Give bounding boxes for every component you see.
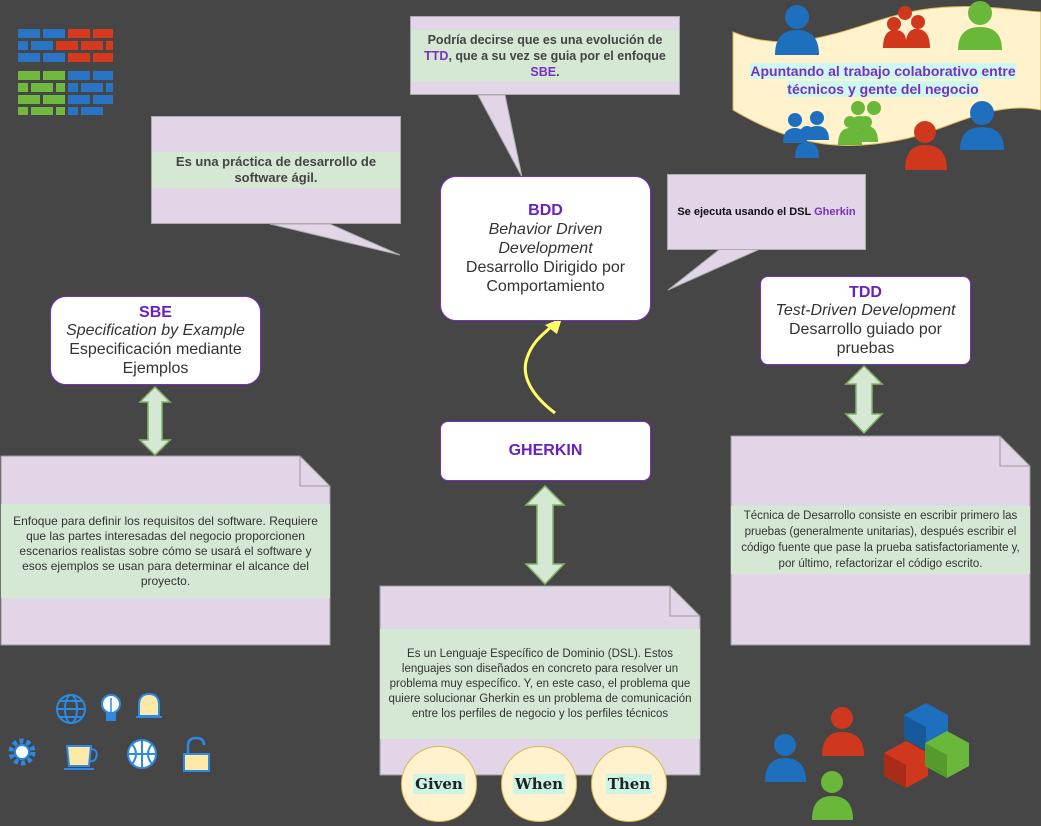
gherkin-to-bdd-arrow <box>523 318 562 415</box>
dsl-callout-tail <box>667 248 761 291</box>
then-step: Then <box>591 746 667 822</box>
globe-icon <box>56 694 86 724</box>
tdd-title: TDD <box>849 283 882 301</box>
bell-icon <box>136 692 162 718</box>
gherkin-note: Es un Lenguaje Específico de Dominio (DS… <box>380 586 700 775</box>
padlock-icon <box>183 736 210 772</box>
tdd-double-arrow <box>844 364 884 435</box>
gherkin-double-arrow <box>524 484 566 586</box>
people-bottom-icon <box>765 707 864 820</box>
cubes-icon <box>884 703 969 788</box>
brick-wall-icon <box>18 29 113 115</box>
gherkin-link-text: Gherkin <box>814 206 856 218</box>
dsl-callout: Se ejecuta usando el DSL Gherkin <box>667 174 866 250</box>
tdd-english: Test-Driven Development <box>775 301 956 319</box>
sbe-node[interactable]: SBE Specification by Example Especificac… <box>50 296 261 385</box>
bdd-english: Behavior Driven Development <box>488 220 603 257</box>
sbe-spanish: Especificación mediante Ejemplos <box>69 340 242 377</box>
tdd-node[interactable]: TDD Test-Driven Development Desarrollo g… <box>760 276 971 365</box>
tdd-note: Técnica de Desarrollo consiste en escrib… <box>731 436 1030 645</box>
tdd-spanish: Desarrollo guiado por pruebas <box>789 320 942 357</box>
bdd-spanish: Desarrollo Dirigido por Comportamiento <box>465 258 626 295</box>
sbe-english: Specification by Example <box>66 321 245 339</box>
sbe-double-arrow <box>138 385 172 457</box>
tdd-note-text: Técnica de Desarrollo consiste en escrib… <box>731 506 1030 574</box>
sbe-note-text: Enfoque para definir los requisitos del … <box>1 504 330 598</box>
gear-icon <box>8 738 36 766</box>
lightbulb-icon <box>101 694 121 721</box>
evolution-callout: Podría decirse que es una evolución de T… <box>410 16 680 95</box>
sbe-note: Enfoque para definir los requisitos del … <box>1 456 330 645</box>
evolution-callout-tail <box>477 94 523 178</box>
when-step: When <box>501 746 577 822</box>
given-step: Given <box>401 746 477 822</box>
bdd-node[interactable]: BDD Behavior Driven Development Desarrol… <box>440 176 651 321</box>
gherkin-node[interactable]: GHERKIN <box>440 421 651 481</box>
sbe-link-text: SBE <box>530 64 557 79</box>
people-icon <box>775 1 1004 170</box>
agile-callout-text: Es una práctica de desarrollo de softwar… <box>152 152 400 188</box>
bdd-title: BDD <box>528 201 563 219</box>
agile-callout: Es una práctica de desarrollo de softwar… <box>151 116 401 224</box>
coffee-icon <box>64 745 98 770</box>
basketball-icon <box>127 739 157 769</box>
agile-callout-tail <box>269 223 401 256</box>
tdd-link-text: TTD <box>424 48 449 63</box>
collaboration-banner-text: Apuntando al trabajo colaborativo entre … <box>750 63 1016 97</box>
sbe-title: SBE <box>139 303 172 321</box>
gherkin-note-text: Es un Lenguaje Específico de Dominio (DS… <box>380 629 700 739</box>
gherkin-title: GHERKIN <box>508 442 583 459</box>
